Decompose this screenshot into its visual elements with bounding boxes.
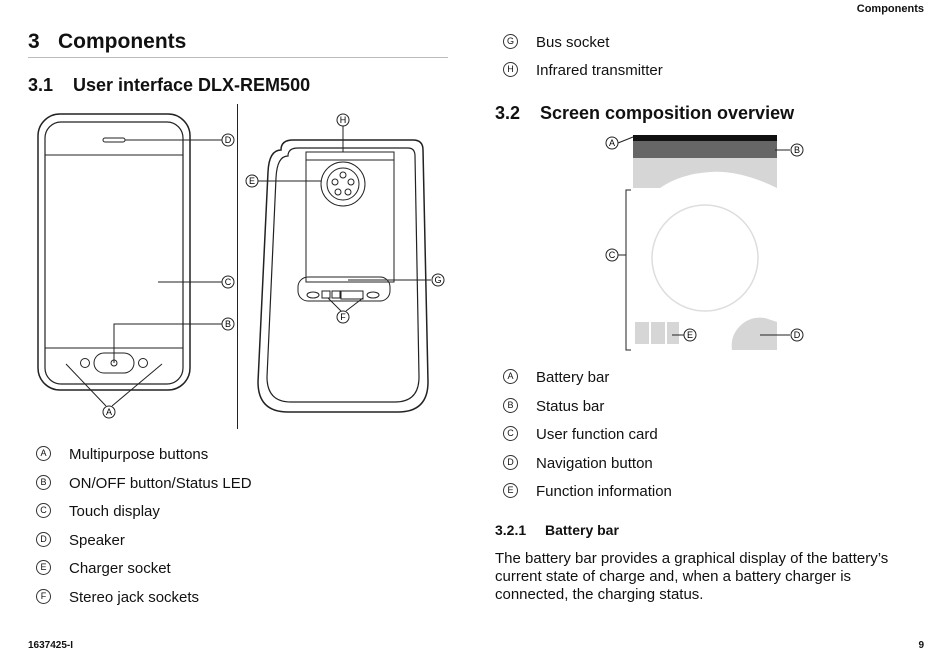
callout-h: H (340, 115, 347, 125)
chapter-rule (28, 57, 448, 58)
callout-f: F (340, 312, 346, 322)
running-header: Components (856, 3, 924, 15)
section-number: 3.2 (495, 103, 521, 123)
figure-divider (237, 104, 238, 429)
screen-callout-a: A (609, 138, 615, 148)
screen-composition-figure: A B C E D (605, 135, 804, 351)
callout-a: A (106, 407, 112, 417)
callout-d: D (225, 135, 232, 145)
callout-b: B (225, 319, 231, 329)
section-number: 3.2.1 (495, 522, 527, 538)
section-title: User interface DLX-REM500 (73, 75, 311, 95)
battery-bar-description: The battery bar provides a graphical dis… (495, 550, 889, 603)
section-3-2-1-heading: 3.2.1 Battery bar (495, 522, 619, 538)
screen-callout-e: E (687, 330, 693, 340)
device-front-figure: D C B A (37, 113, 235, 419)
document-number: 1637425-I (28, 640, 74, 651)
chapter-number: 3 (28, 30, 40, 53)
section-3-2-heading: 3.2 Screen composition overview (495, 103, 794, 124)
screen-callout-c: C (609, 250, 616, 260)
callout-e: E (249, 176, 255, 186)
device-back-figure: H E G F (245, 113, 445, 413)
chapter-heading: 3 Components (28, 30, 186, 54)
screen-callout-b: B (794, 145, 800, 155)
section-title: Screen composition overview (540, 103, 795, 123)
chapter-title: Components (58, 30, 187, 53)
section-number: 3.1 (28, 75, 54, 95)
callout-c: C (225, 277, 232, 287)
page-number: 9 (918, 640, 924, 651)
section-title: Battery bar (545, 522, 619, 538)
callout-g: G (434, 275, 441, 285)
section-3-1-heading: 3.1 User interface DLX-REM500 (28, 75, 310, 96)
screen-callout-d: D (794, 330, 801, 340)
